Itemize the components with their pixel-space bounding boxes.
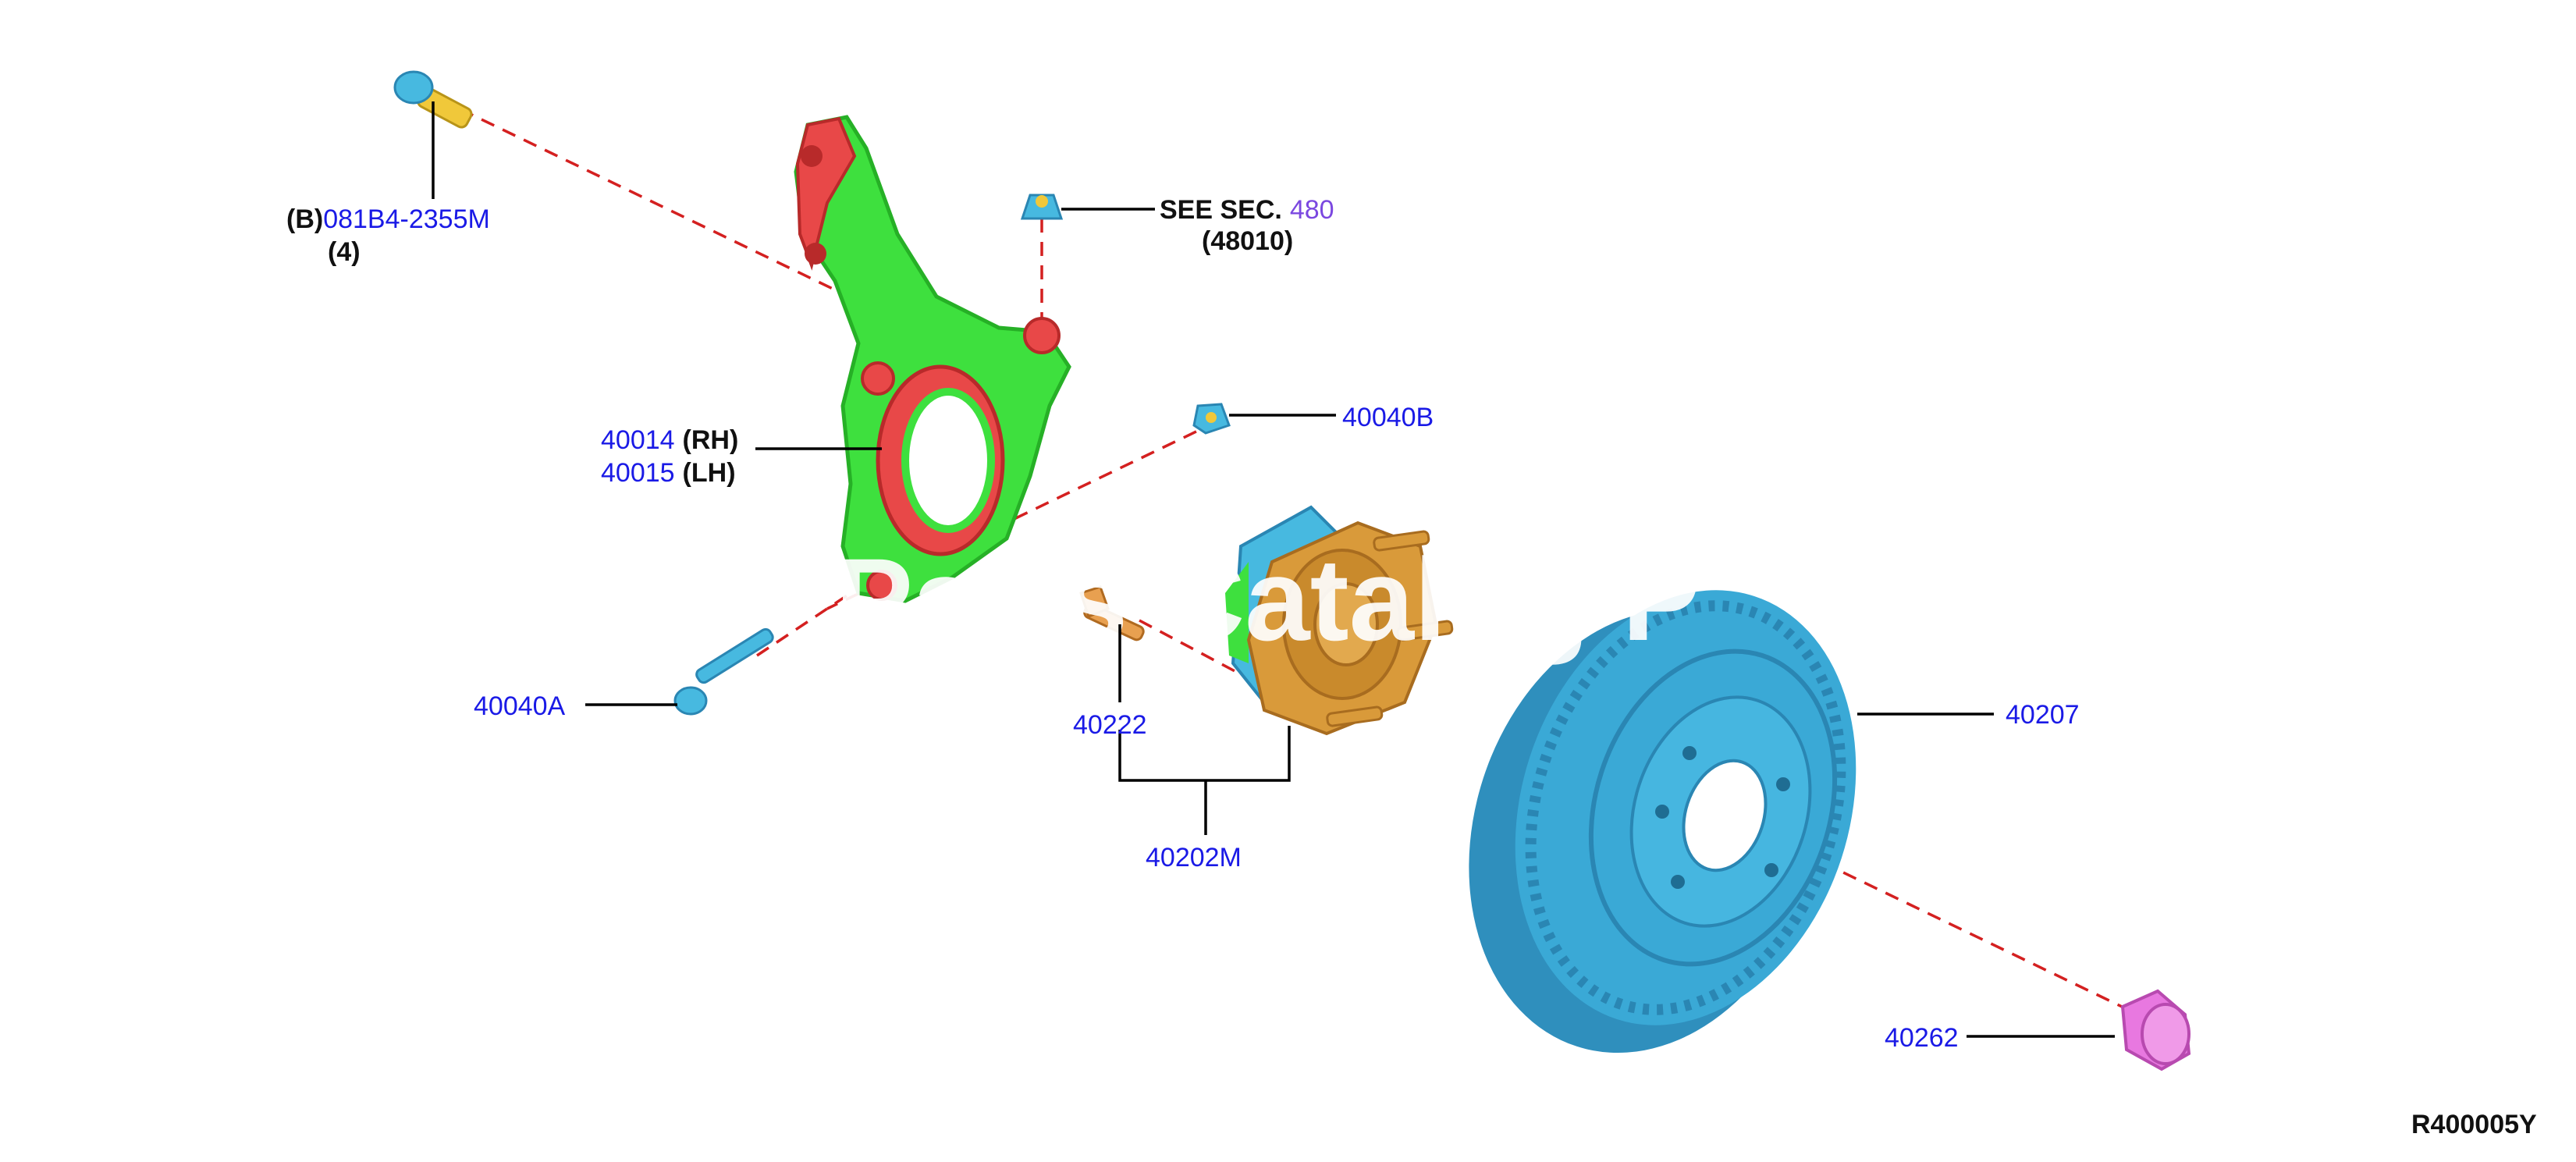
- nut-see-sec-480[interactable]: [1020, 194, 1064, 220]
- bolt-b-qty: (4): [328, 237, 361, 267]
- knuckle-lh-side: (LH): [683, 458, 736, 488]
- callout-bolt-b[interactable]: (B)081B4-2355M: [286, 204, 490, 234]
- callout-40040a[interactable]: 40040A: [474, 691, 566, 721]
- callout-see-sec[interactable]: SEE SEC. 480: [1160, 195, 1334, 225]
- knuckle-rh-side: (RH): [683, 425, 739, 455]
- hub-assembly-40202m[interactable]: [1225, 505, 1454, 736]
- bolt-081b4-2355m[interactable]: [393, 70, 474, 130]
- callout-40262[interactable]: 40262: [1885, 1023, 1959, 1053]
- bolt-b-prefix: (B): [286, 204, 323, 234]
- hub-bolt-40222[interactable]: [1079, 585, 1146, 641]
- assembly-line-bolt-b: [460, 108, 898, 322]
- callout-40202m[interactable]: 40202M: [1146, 843, 1242, 872]
- callout-40222[interactable]: 40222: [1073, 710, 1147, 740]
- cap-40262[interactable]: [2120, 989, 2191, 1071]
- see-sec-section: 480: [1290, 195, 1334, 225]
- callout-knuckle-rh[interactable]: 40014 (RH): [601, 425, 738, 455]
- callout-40207[interactable]: 40207: [2006, 700, 2080, 730]
- watermark-text: Parts Catalog P: [835, 534, 1700, 665]
- diagram-code: R400005Y: [2411, 1110, 2537, 1139]
- see-sec-text: SEE SEC.: [1160, 195, 1282, 225]
- nut-40040b[interactable]: [1192, 403, 1231, 435]
- knuckle-lh-number: 40015: [601, 458, 675, 488]
- knuckle-rh-number: 40014: [601, 425, 675, 455]
- assembly-line-40040a: [756, 592, 851, 657]
- rotor-40207[interactable]: [1413, 545, 1910, 1100]
- bolt-b-number: 081B4-2355M: [323, 204, 490, 234]
- callout-knuckle-lh[interactable]: 40015 (LH): [601, 458, 736, 488]
- bolt-40040a[interactable]: [673, 627, 775, 716]
- steering-knuckle-40014-40015[interactable]: [794, 115, 1071, 603]
- callout-40040b[interactable]: 40040B: [1342, 403, 1434, 432]
- see-sec-sub: (48010): [1202, 226, 1293, 256]
